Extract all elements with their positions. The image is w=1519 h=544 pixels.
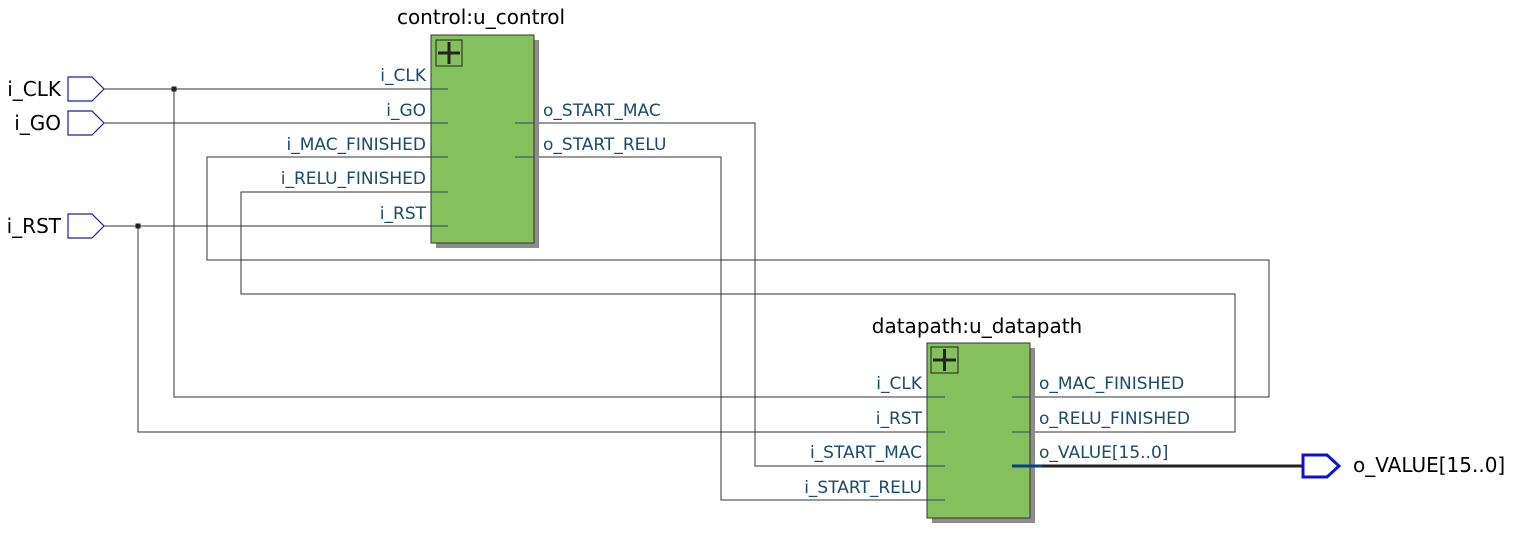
control-block-title: control:u_control (397, 5, 565, 29)
wire-mac-finished[interactable] (206, 156, 1270, 398)
control-block-body[interactable] (430, 34, 535, 244)
top-output-port-value[interactable]: o_VALUE[15..0] (1301, 453, 1505, 479)
pin-label: i_MAC_FINISHED (286, 135, 426, 155)
wire-relu-finished[interactable] (240, 191, 1236, 433)
wire-clk-datapath[interactable] (173, 89, 945, 398)
pin-label: o_VALUE[15..0] (1039, 443, 1168, 463)
pin-label: i_RELU_FINISHED (281, 169, 426, 189)
pin-label: i_GO (386, 101, 426, 121)
datapath-pin-o-mac-finished[interactable]: o_MAC_FINISHED (1012, 374, 1184, 398)
wires (104, 86, 1302, 501)
input-port-label: i_RST (7, 214, 62, 238)
wire-start-relu[interactable] (515, 156, 945, 501)
input-port-shape (67, 76, 105, 102)
datapath-pin-o-value[interactable]: o_VALUE[15..0] (1012, 443, 1168, 468)
control-pin-i-clk[interactable]: i_CLK (380, 66, 448, 90)
control-pin-o-start-mac[interactable]: o_START_MAC (515, 101, 661, 124)
pin-label: o_RELU_FINISHED (1039, 409, 1190, 429)
datapath-block[interactable]: datapath:u_datapath i_CLK i_RST i_START_… (804, 314, 1190, 523)
datapath-pin-i-start-relu[interactable]: i_START_RELU (804, 478, 945, 501)
pin-label: o_START_RELU (543, 135, 666, 155)
plus-icon[interactable] (930, 346, 959, 374)
control-pin-i-rst[interactable]: i_RST (380, 204, 448, 227)
junction-dot-rst (135, 223, 141, 229)
pin-label: i_RST (876, 409, 923, 429)
pin-label: i_RST (380, 204, 427, 224)
top-input-port-rst[interactable]: i_RST (7, 213, 105, 239)
control-pin-o-start-relu[interactable]: o_START_RELU (515, 135, 666, 158)
top-input-port-clk[interactable]: i_CLK (7, 76, 105, 102)
top-input-port-go[interactable]: i_GO (14, 110, 105, 136)
datapath-pin-i-clk[interactable]: i_CLK (876, 374, 945, 398)
wire-rst-datapath[interactable] (137, 226, 945, 433)
output-port-shape (1301, 453, 1342, 479)
datapath-block-title: datapath:u_datapath (872, 314, 1082, 338)
pin-label: i_START_RELU (804, 478, 922, 498)
pin-label: o_MAC_FINISHED (1039, 374, 1184, 394)
pin-label: o_START_MAC (543, 101, 661, 121)
control-pin-i-mac-finished[interactable]: i_MAC_FINISHED (286, 135, 448, 158)
input-port-shape (67, 213, 105, 239)
datapath-pin-o-relu-finished[interactable]: o_RELU_FINISHED (1012, 409, 1190, 433)
pin-label: i_CLK (876, 374, 923, 394)
plus-icon[interactable] (435, 39, 463, 67)
pin-label: i_START_MAC (810, 443, 922, 463)
control-pin-i-relu-finished[interactable]: i_RELU_FINISHED (281, 169, 448, 193)
input-port-shape (67, 110, 105, 136)
input-port-label: i_GO (14, 111, 61, 135)
output-port-label: o_VALUE[15..0] (1353, 453, 1505, 477)
pin-label: i_CLK (380, 66, 427, 86)
control-block[interactable]: control:u_control i_CLK i_GO i_MAC_FINIS… (281, 5, 667, 248)
datapath-pin-i-start-mac[interactable]: i_START_MAC (810, 443, 945, 467)
control-pin-i-go[interactable]: i_GO (386, 101, 448, 124)
junction-dot-clk (171, 86, 177, 92)
input-port-label: i_CLK (7, 77, 62, 101)
datapath-pin-i-rst[interactable]: i_RST (876, 409, 945, 433)
